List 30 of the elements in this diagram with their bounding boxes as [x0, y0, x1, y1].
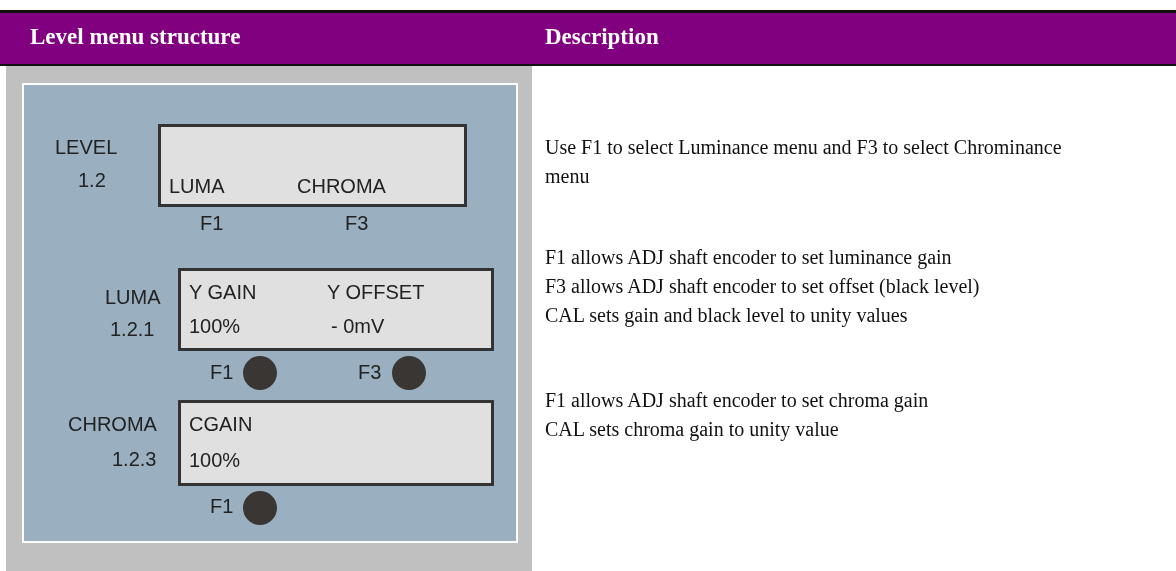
description-text: F1 allows ADJ shaft encoder to set luminance gain — [545, 245, 952, 271]
menu-label: LUMA — [105, 286, 161, 308]
display-text: LUMA — [169, 175, 225, 197]
display-text: 100% — [189, 449, 241, 471]
display-text: Y OFFSET — [327, 281, 425, 303]
column-header: Description — [545, 24, 659, 50]
lcd-display — [178, 400, 494, 486]
lcd-display — [158, 124, 467, 207]
lcd-display — [178, 268, 494, 351]
description-text: CAL sets gain and black level to unity values — [545, 303, 908, 329]
description-text: F3 allows ADJ shaft encoder to set offset (black level) — [545, 274, 980, 300]
menu-number: 1.2 — [78, 169, 106, 191]
display-text: - 0mV — [331, 315, 385, 337]
display-text: 100% — [189, 315, 241, 337]
description-text: F1 allows ADJ shaft encoder to set chroma gain — [545, 388, 929, 414]
key-label: F1 — [200, 212, 224, 234]
menu-label: LEVEL — [55, 136, 118, 158]
menu-label: CHROMA — [68, 413, 157, 435]
key-label: F3 — [358, 361, 382, 383]
display-text: CGAIN — [189, 413, 253, 435]
display-text: Y GAIN — [189, 281, 257, 303]
description-text: Use F1 to select Luminance menu and F3 to select Chrominance menu — [545, 135, 1063, 189]
menu-number: 1.2.1 — [110, 318, 155, 340]
key-label: F1 — [210, 361, 234, 383]
key-label: F3 — [345, 212, 369, 234]
key-label: F1 — [210, 495, 234, 517]
display-text: CHROMA — [297, 175, 386, 197]
column-header: Level menu structure — [30, 24, 241, 50]
menu-number: 1.2.3 — [112, 448, 157, 470]
description-text: CAL sets chroma gain to unity value — [545, 417, 839, 443]
